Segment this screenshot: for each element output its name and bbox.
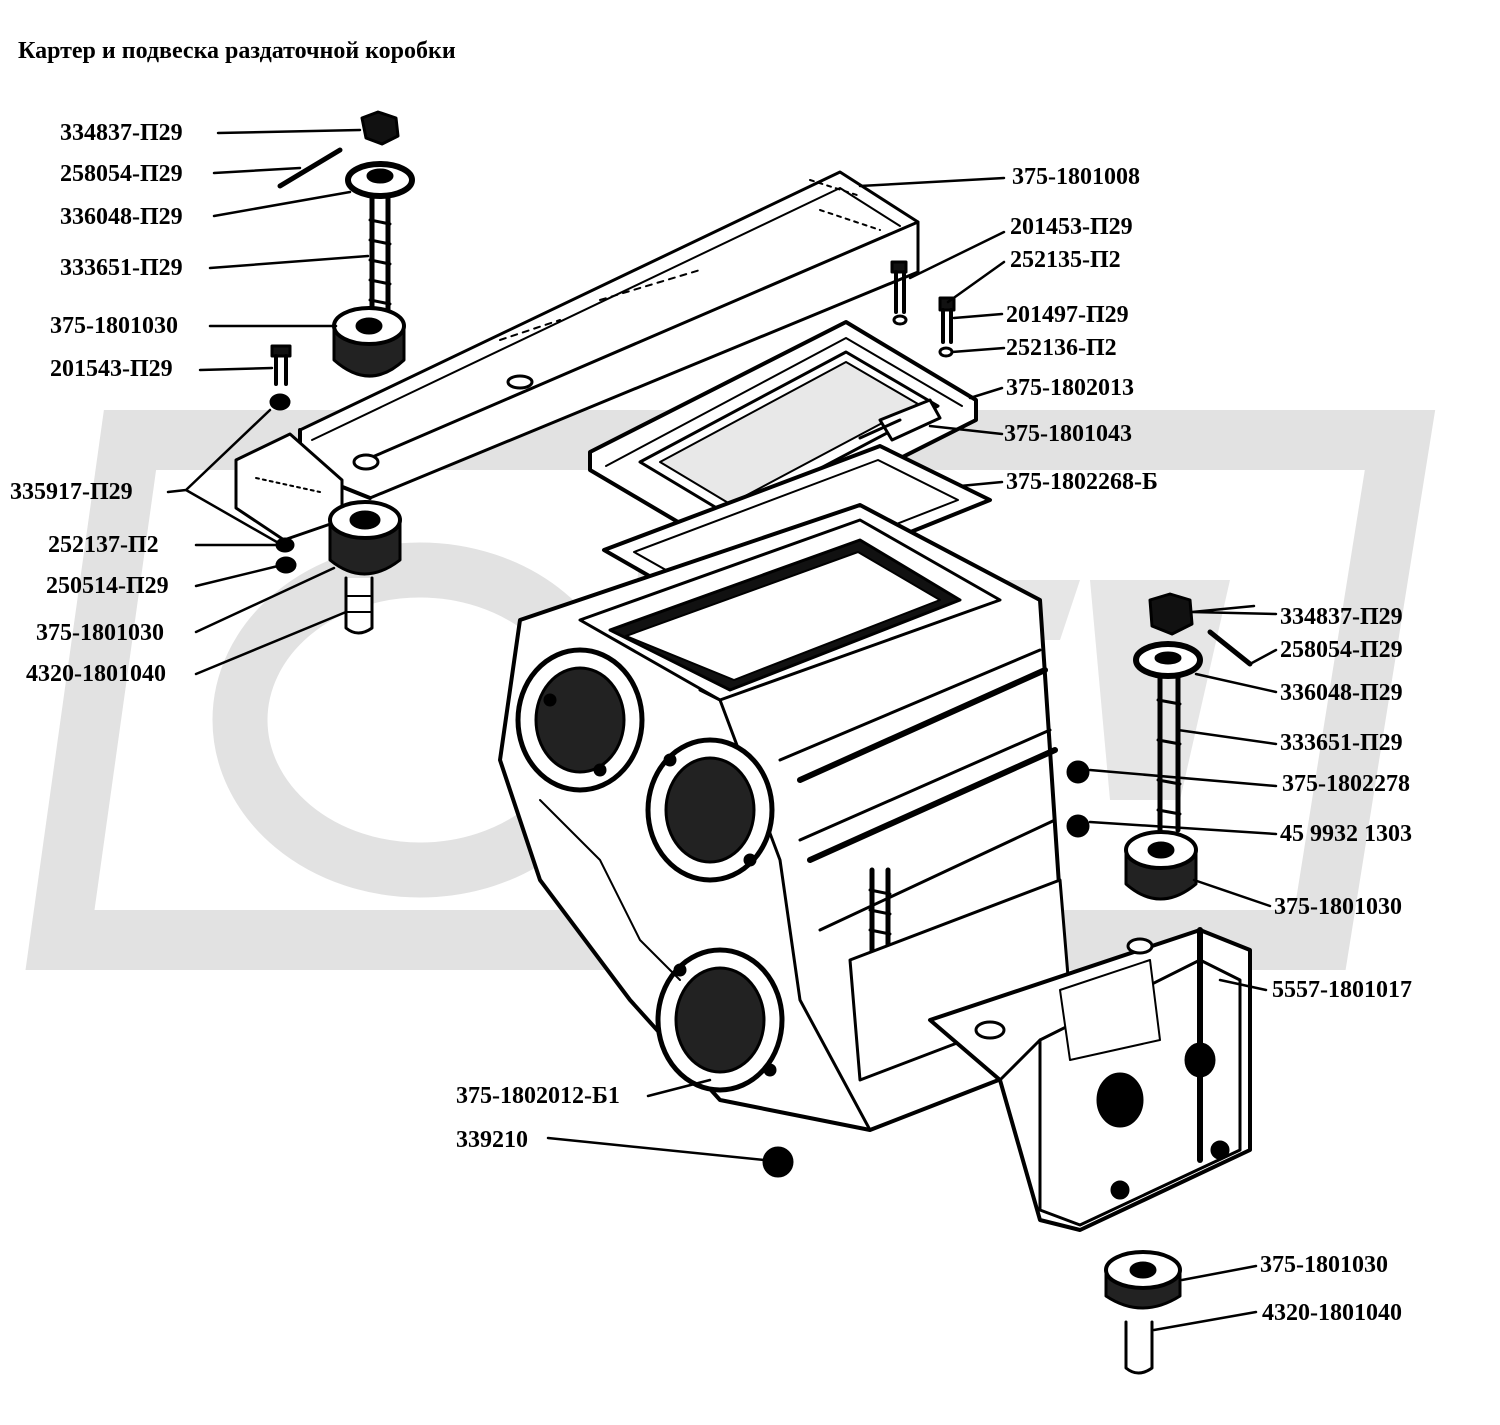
right-mount-stack [1124, 592, 1253, 901]
part-label: 201453-П29 [1010, 214, 1133, 240]
part-label: 45 9932 1303 [1280, 821, 1412, 847]
part-label: 258054-П29 [1280, 637, 1403, 663]
part-label: 375-1801043 [1004, 421, 1132, 447]
part-label: 375-1801030 [36, 620, 164, 646]
part-label: 4320-1801040 [26, 661, 166, 687]
top-cover [588, 320, 978, 550]
part-label: 375-1802012-Б1 [456, 1083, 620, 1109]
part-label: 252135-П2 [1010, 247, 1121, 273]
part-label: 333651-П29 [60, 255, 183, 281]
part-label: 201543-П29 [50, 356, 173, 382]
part-label: 375-1802278 [1282, 771, 1410, 797]
part-label: 375-1802013 [1006, 375, 1134, 401]
part-label: 4320-1801040 [1262, 1300, 1402, 1326]
right-mounting-bracket [928, 927, 1252, 1232]
part-label: 334837-П29 [60, 120, 183, 146]
part-label: 336048-П29 [60, 204, 183, 230]
drain-plug [762, 1146, 794, 1178]
part-label: 333651-П29 [1280, 730, 1403, 756]
part-label: 375-1801030 [1274, 894, 1402, 920]
part-label: 336048-П29 [1280, 680, 1403, 706]
left-mount-stack [275, 500, 402, 635]
part-label: 375-1801008 [1012, 164, 1140, 190]
bottom-mount-pad [1104, 1250, 1182, 1375]
part-label: 252136-П2 [1006, 335, 1117, 361]
part-label: 375-1801030 [1260, 1252, 1388, 1278]
leader-lines [166, 128, 1278, 1332]
upper-left-mount-stack [269, 110, 415, 411]
part-label: 339210 [456, 1127, 528, 1153]
part-label: 201497-П29 [1006, 302, 1129, 328]
part-label: 335917-П29 [10, 479, 133, 505]
part-label: 375-1801030 [50, 313, 178, 339]
part-label: 250514-П29 [46, 573, 169, 599]
page-title: Картер и подвеска раздаточной коробки [18, 38, 456, 64]
part-label: 258054-П29 [60, 161, 183, 187]
part-label: 5557-1801017 [1272, 977, 1412, 1003]
part-label: 375-1802268-Б [1006, 469, 1158, 495]
part-label: 252137-П2 [48, 532, 159, 558]
part-label: 334837-П29 [1280, 604, 1403, 630]
